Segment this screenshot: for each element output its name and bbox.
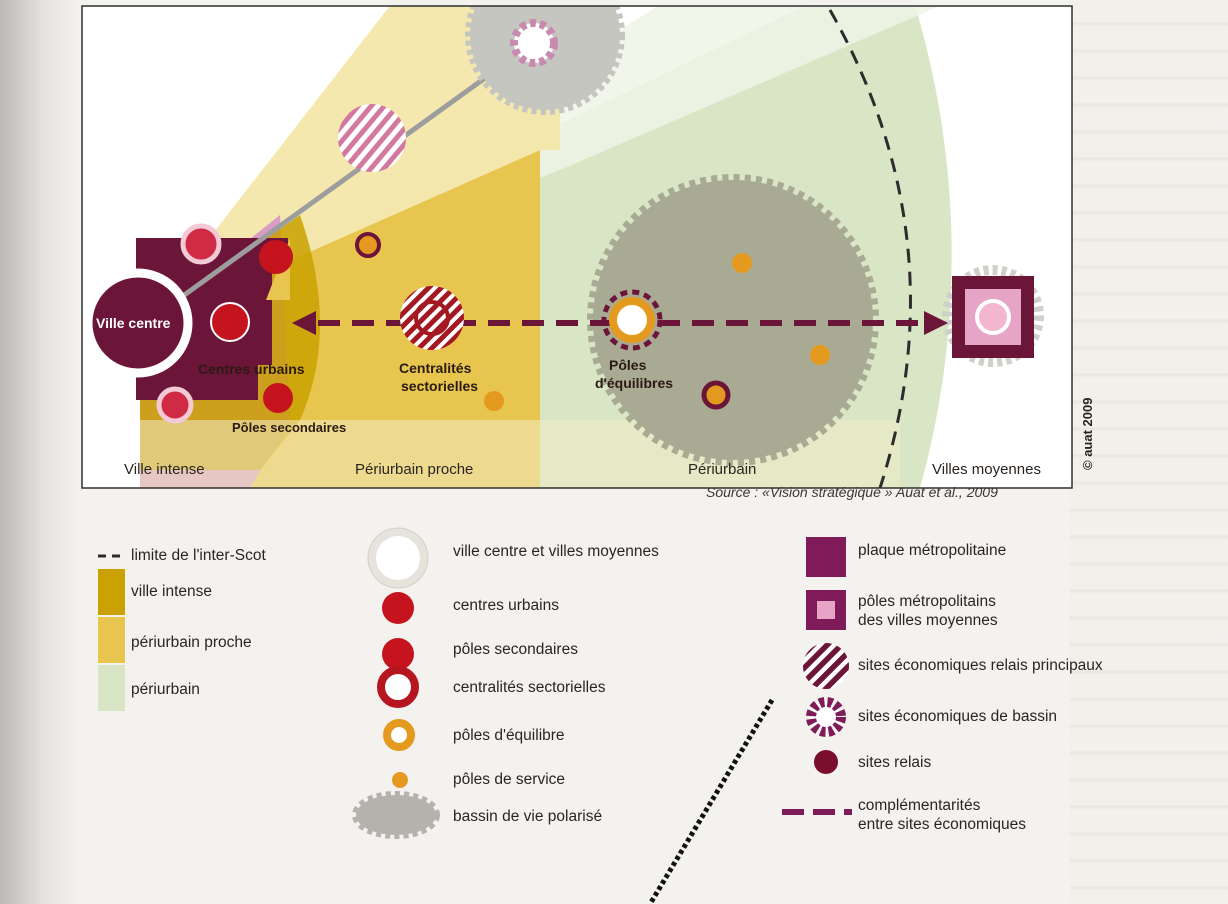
copyright-auat: © auat 2009	[1080, 398, 1095, 470]
dashed-ring-icon	[806, 697, 846, 737]
dashed-line-icon	[98, 554, 126, 558]
legend-poles-equilibre: pôles d'équilibre	[453, 727, 565, 744]
legend-complementarites-1: complémentarités	[858, 797, 981, 814]
legend-plaque-metropolitaine: plaque métropolitaine	[858, 542, 1007, 559]
legend-sites-bassin: sites économiques de bassin	[858, 708, 1058, 725]
pole-equilibre-small	[355, 232, 381, 258]
legend-centralites-sectorielles: centralités sectorielles	[453, 679, 606, 696]
legend-ville-intense: ville intense	[131, 583, 212, 600]
pole-equilibre-ring-2	[701, 380, 731, 410]
zone-periurbain-proche: Périurbain proche	[355, 461, 473, 478]
centralite-sectorielle-hatched	[400, 286, 464, 350]
legend-complementarites-2: entre sites économiques	[858, 816, 1027, 833]
pole-ville-intense-top	[180, 223, 222, 265]
orange-dot-icon	[392, 772, 408, 788]
label-centres-urbains: Centres urbains	[198, 361, 305, 377]
legend: limite de l'inter-Scot ville intense pér…	[0, 520, 1228, 904]
label-poles-eq-1: Pôles	[609, 357, 647, 373]
red-dot-icon	[382, 638, 414, 670]
red-dot-icon	[382, 592, 414, 624]
maroon-dot-icon	[814, 750, 838, 774]
swatch-periurbain-proche	[98, 617, 125, 663]
framed-square-icon	[806, 590, 846, 630]
zone-villes-moyennes: Villes moyennes	[932, 461, 1041, 478]
zone-ville-intense: Ville intense	[124, 461, 205, 478]
label-poles-eq-2: d'équilibres	[595, 375, 673, 391]
red-ring-icon	[377, 666, 419, 708]
site-eco-relais-pink	[338, 104, 406, 172]
legend-poles-metropolitains-2: des villes moyennes	[858, 612, 998, 629]
purple-square-icon	[806, 537, 846, 577]
ville-moyenne-ring	[975, 299, 1011, 335]
label-centralites-2: sectorielles	[401, 378, 478, 394]
arrow-head-right	[924, 311, 948, 335]
pole-equilibre-main	[609, 297, 655, 343]
dashed-arrow-icon	[782, 809, 852, 815]
centralite-sectorielle-ring	[414, 300, 450, 336]
pole-service-3	[810, 345, 830, 365]
strategic-diagram: Ville centre Centres urbains Pôles secon…	[81, 5, 1095, 489]
site-eco-bassin-ring	[601, 289, 663, 351]
legend-poles-secondaires: pôles secondaires	[453, 641, 578, 658]
legend-periurbain: périurbain	[131, 681, 200, 698]
background-page-left	[0, 0, 80, 904]
ville-centre-ring	[83, 268, 193, 378]
grey-cog-icon	[352, 791, 440, 839]
hatched-disc-icon	[803, 643, 849, 689]
cog-villes-moyennes	[942, 265, 1044, 367]
limite-inter-scot	[828, 9, 912, 488]
diagram-frame-border	[81, 5, 1073, 489]
pole-service-2	[732, 253, 752, 273]
swatch-periurbain	[98, 665, 125, 711]
orange-ring-icon	[383, 719, 415, 751]
label-centralites-1: Centralités	[399, 360, 472, 376]
legend-sites-relais-principaux: sites économiques relais principaux	[858, 657, 1103, 674]
arrow-head-left	[292, 311, 316, 335]
swatch-ville-intense	[98, 569, 125, 615]
legend-limite-inter-scot: limite de l'inter-Scot	[131, 547, 266, 564]
source-caption: Source : «Vision stratégique » Auat et a…	[706, 484, 998, 500]
legend-periurbain-proche: périurbain proche	[131, 634, 252, 651]
centre-urbain-1	[259, 240, 293, 274]
zone-periurbain: Périurbain	[688, 461, 756, 478]
pole-ville-intense-bottom	[156, 386, 194, 424]
legend-ville-centre: ville centre et villes moyennes	[453, 543, 659, 560]
centre-urbain-2	[210, 302, 250, 342]
dotted-pointer-line	[647, 698, 775, 904]
legend-bassin-vie: bassin de vie polarisé	[453, 808, 603, 825]
site-eco-bassin-top	[510, 19, 558, 67]
white-ring-icon	[367, 527, 429, 589]
label-ville-centre: Ville centre	[96, 315, 171, 331]
label-poles-secondaires: Pôles secondaires	[232, 420, 346, 435]
legend-sites-relais: sites relais	[858, 754, 932, 771]
legend-centres-urbains: centres urbains	[453, 597, 559, 614]
legend-poles-metropolitains-1: pôles métropolitains	[858, 593, 996, 610]
pole-secondaire-1	[263, 383, 293, 413]
background-page-right	[1070, 0, 1228, 904]
legend-poles-service: pôles de service	[453, 771, 566, 788]
pole-service-1	[484, 391, 504, 411]
